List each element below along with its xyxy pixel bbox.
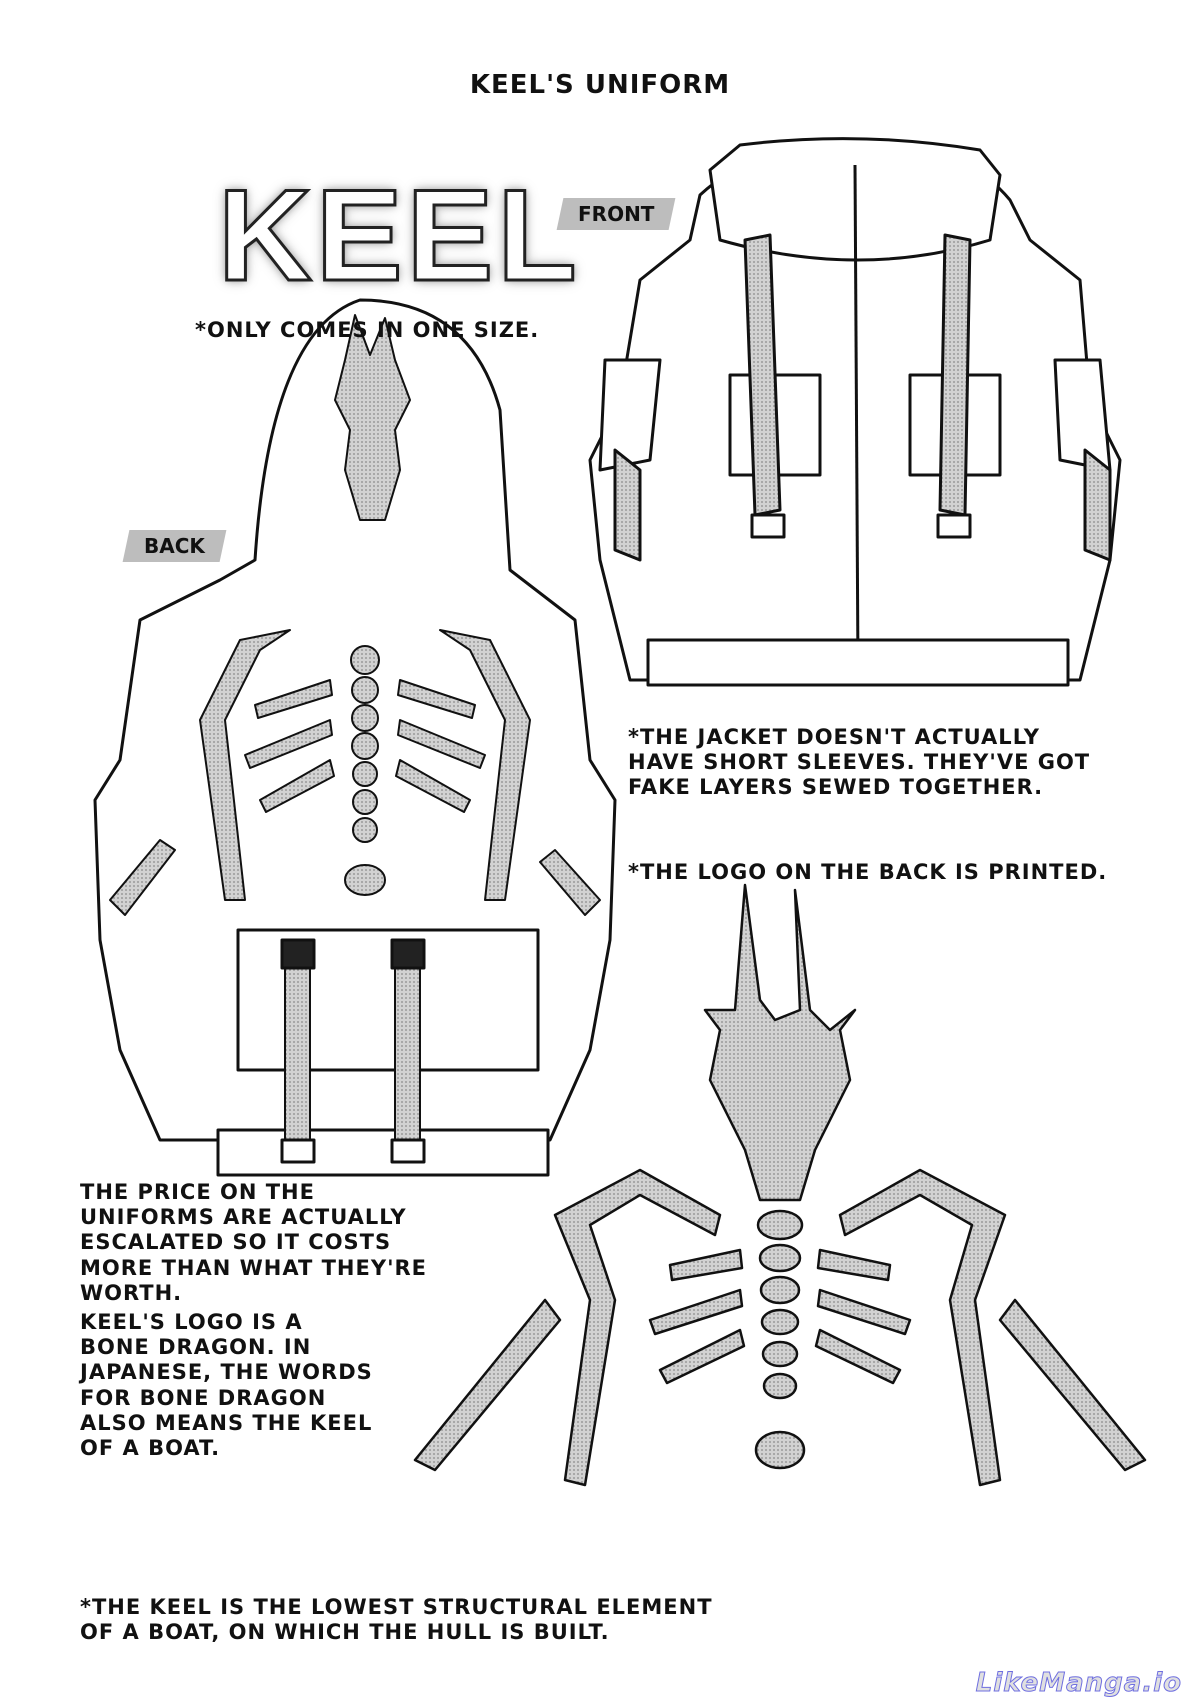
note-keel-definition: *THE KEEL IS THE LOWEST STRUCTURAL ELEME… (80, 1595, 713, 1645)
keel-logo-text: KEEL (217, 162, 581, 308)
note-logo-printed: *THE LOGO ON THE BACK IS PRINTED. (628, 860, 1108, 884)
front-hoodie-drawing (588, 137, 1122, 687)
size-note: *ONLY COMES IN ONE SIZE. (195, 318, 540, 342)
back-hoodie-drawing (93, 298, 617, 1177)
back-label: BACK (122, 530, 227, 562)
note-sleeves: *THE JACKET DOESN'T ACTUALLY HAVE SHORT … (628, 725, 1091, 800)
watermark: LikeManga.io (975, 1668, 1182, 1699)
front-label-text: FRONT (578, 202, 655, 226)
bone-dragon-logo-drawing (413, 883, 1147, 1487)
back-label-text: BACK (144, 534, 205, 558)
note-price: THE PRICE ON THE UNIFORMS ARE ACTUALLY E… (80, 1180, 428, 1305)
page-title: KEEL'S UNIFORM (469, 70, 731, 100)
note-logo-meaning: KEEL'S LOGO IS A BONE DRAGON. IN JAPANES… (80, 1310, 373, 1460)
front-label: FRONT (556, 198, 676, 230)
